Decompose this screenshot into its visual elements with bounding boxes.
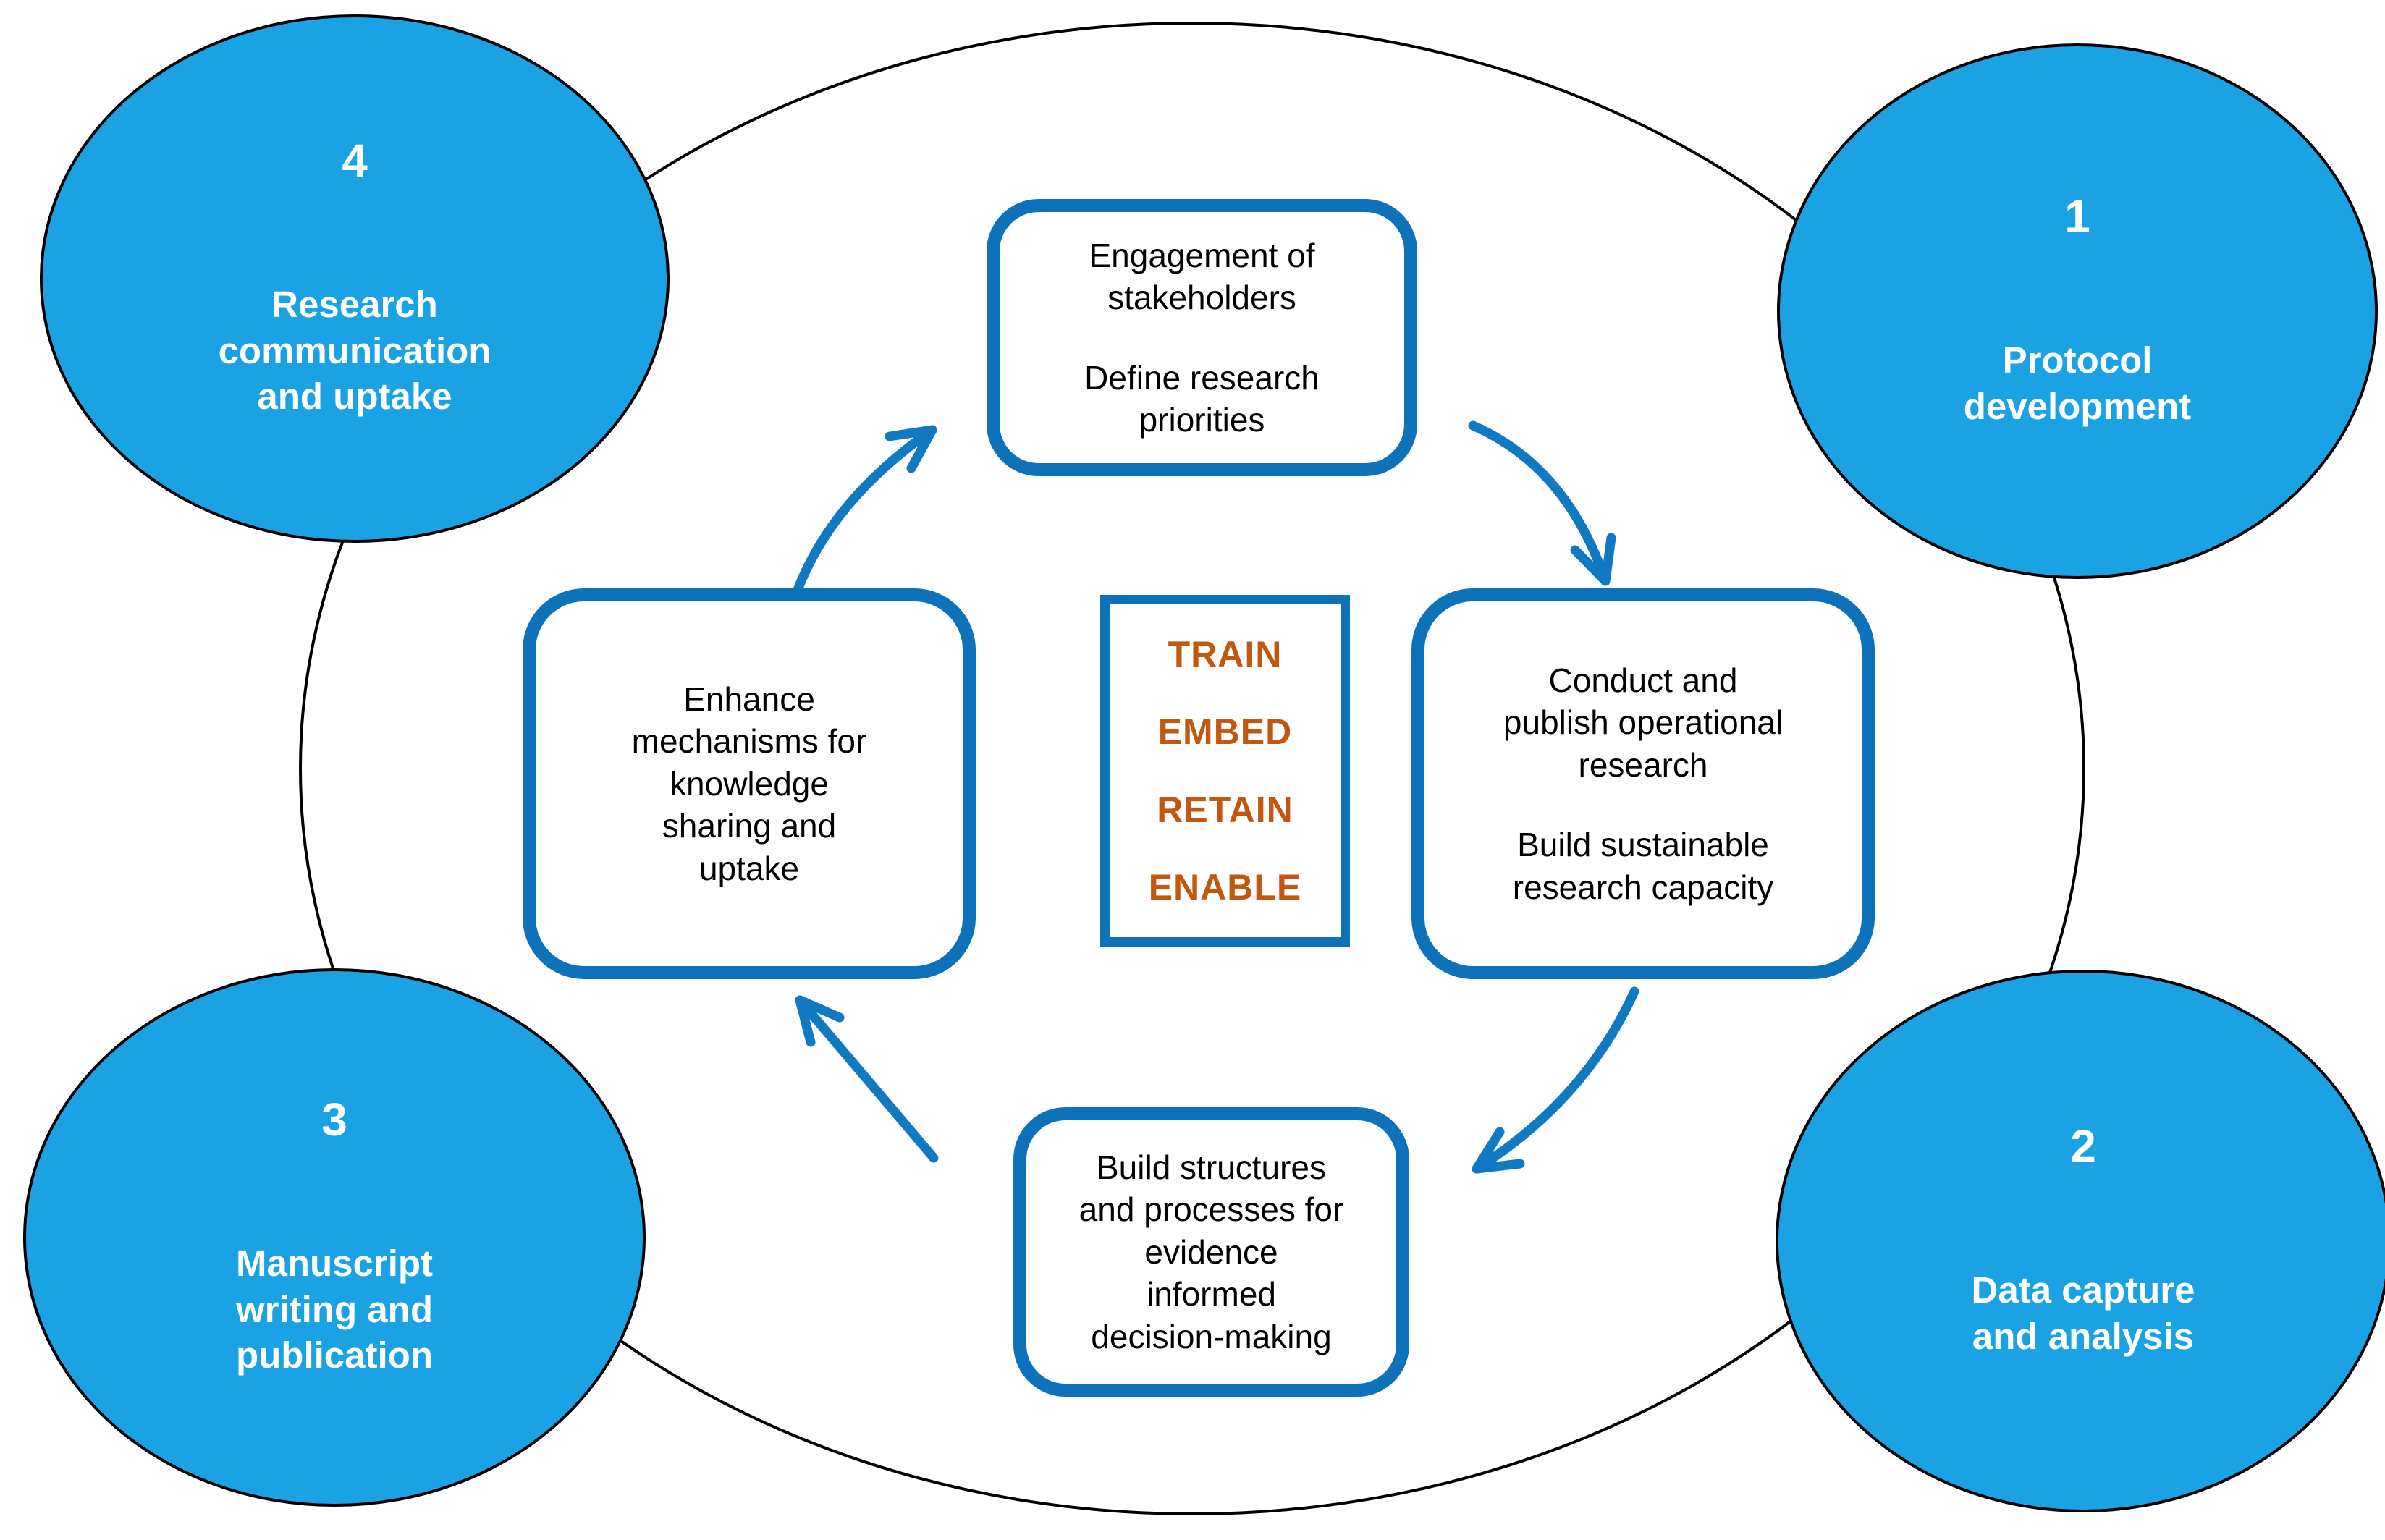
stage-number: 2 <box>2070 1120 2096 1172</box>
stage-number: 3 <box>321 1093 347 1146</box>
stage-number: 1 <box>2064 190 2090 242</box>
arrow-bottom-to-left-icon <box>795 995 939 1163</box>
keyword-train: TRAIN <box>1168 634 1283 674</box>
keyword-enable: ENABLE <box>1148 866 1302 908</box>
arrow-top-to-right-icon <box>1468 420 1616 586</box>
center-keywords-box: TRAIN EMBED RETAIN ENABLE <box>1100 595 1350 947</box>
outer-cycle-ellipse <box>299 22 2085 1515</box>
arrow-right-to-bottom-icon <box>1472 986 1639 1174</box>
stage-number: 4 <box>342 134 368 187</box>
keyword-embed: EMBED <box>1157 711 1293 753</box>
arrow-left-to-top-icon <box>793 425 937 595</box>
keyword-retain: RETAIN <box>1157 789 1293 830</box>
